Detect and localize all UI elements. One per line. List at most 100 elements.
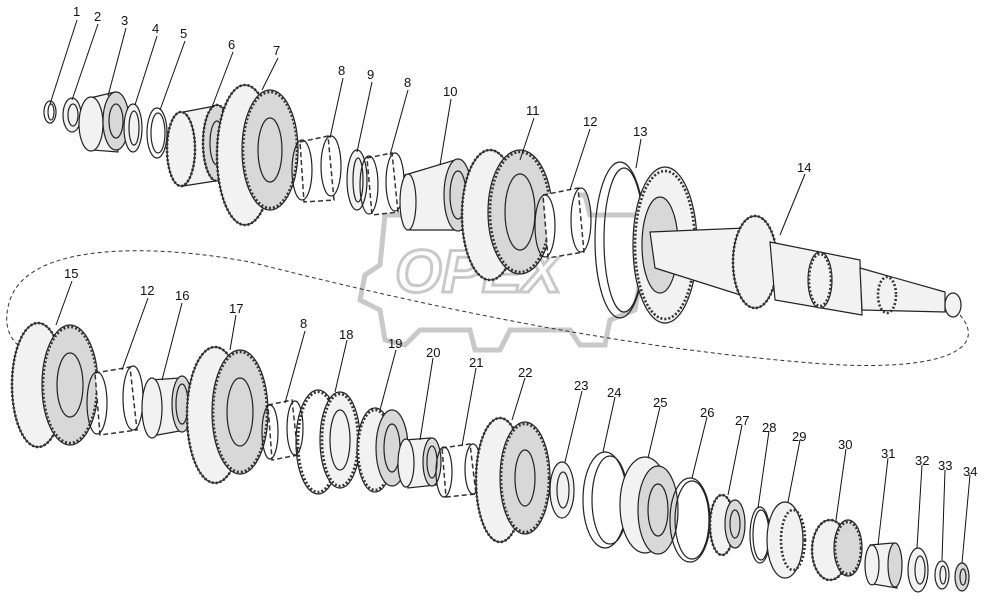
callout-label: 21 — [469, 355, 483, 370]
callout-18: 18 — [334, 327, 353, 393]
callout-34: 34 — [961, 464, 977, 564]
callout-label: 3 — [121, 13, 128, 28]
callout-label: 10 — [443, 84, 457, 99]
callout-32: 32 — [915, 453, 929, 549]
callout-label: 25 — [653, 395, 667, 410]
callout-17: 17 — [229, 301, 243, 351]
part-9-ring — [346, 149, 368, 211]
part-23-washer — [549, 461, 575, 519]
callout-label: 28 — [762, 420, 776, 435]
part-2-washer — [62, 97, 82, 133]
callout-label: 12 — [583, 114, 597, 129]
callout-label: 22 — [518, 365, 532, 380]
callout-label: 11 — [526, 103, 540, 118]
part-7-flanged-gear — [215, 83, 299, 227]
callout-22: 22 — [511, 365, 532, 421]
callout-4: 4 — [134, 21, 159, 106]
part-33-washer — [934, 560, 950, 590]
callout-label: 31 — [881, 446, 895, 461]
callout-25: 25 — [647, 395, 667, 459]
callout-26: 26 — [691, 405, 714, 479]
part-31-bushing — [864, 542, 903, 589]
callout-label: 4 — [152, 21, 159, 36]
callout-label: 20 — [426, 345, 440, 360]
part-14-main-shaft — [649, 214, 962, 318]
callout-29: 29 — [787, 429, 806, 503]
callout-label: 18 — [339, 327, 353, 342]
callout-label: 14 — [797, 160, 811, 175]
part-8-needle-bearing-2 — [359, 152, 405, 216]
part-27-small-gear — [708, 493, 746, 557]
part-29-sleeve — [766, 501, 807, 579]
callout-label: 33 — [938, 458, 952, 473]
part-17-gear — [185, 345, 269, 485]
callout-20: 20 — [419, 345, 440, 441]
callout-8-bottom: 8 — [284, 316, 307, 404]
part-32-bearing — [907, 547, 929, 593]
callout-15: 15 — [55, 266, 78, 326]
callout-12-bottom: 12 — [121, 283, 154, 371]
part-10-sleeve — [399, 158, 473, 232]
callout-24: 24 — [602, 385, 621, 453]
callout-11: 11 — [519, 103, 540, 161]
callout-label: 2 — [94, 9, 101, 24]
callout-13: 13 — [633, 124, 647, 169]
callout-33: 33 — [938, 458, 952, 561]
callout-label: 24 — [607, 385, 621, 400]
callout-label: 5 — [180, 26, 187, 41]
callout-14: 14 — [779, 160, 811, 236]
callout-23: 23 — [564, 378, 588, 463]
callout-16: 16 — [161, 288, 189, 381]
callout-9: 9 — [356, 67, 374, 153]
part-4-ring — [123, 103, 143, 153]
part-25-bearing — [619, 456, 679, 555]
callout-12-top: 12 — [569, 114, 597, 191]
callout-label: 7 — [273, 43, 280, 58]
callout-label: 29 — [792, 429, 806, 444]
callout-label: 32 — [915, 453, 929, 468]
callout-label: 19 — [388, 336, 402, 351]
part-18-synchronizer-ring — [295, 389, 361, 495]
callout-2: 2 — [71, 9, 101, 101]
callout-19: 19 — [379, 336, 402, 411]
part-8-needle-bearing — [291, 135, 342, 203]
callout-28: 28 — [757, 420, 776, 509]
callout-label: 26 — [700, 405, 714, 420]
callout-label: 8 — [338, 63, 345, 78]
callout-label: 6 — [228, 37, 235, 52]
part-22-gear — [474, 416, 551, 544]
callout-label: 34 — [963, 464, 977, 479]
part-34-nut — [954, 562, 970, 592]
callout-27: 27 — [727, 413, 749, 496]
callout-label: 27 — [735, 413, 749, 428]
callout-label: 16 — [175, 288, 189, 303]
callout-31: 31 — [877, 446, 895, 546]
callout-7: 7 — [261, 43, 280, 91]
callout-21: 21 — [461, 355, 483, 447]
callout-label: 8 — [404, 75, 411, 90]
part-5-ring — [146, 107, 168, 159]
callout-label: 1 — [73, 4, 80, 19]
callout-label: 9 — [367, 67, 374, 82]
part-20-sleeve — [397, 437, 442, 489]
part-12-needle-bearing — [534, 187, 592, 259]
callout-label: 30 — [838, 437, 852, 452]
callout-30: 30 — [835, 437, 852, 521]
callout-6: 6 — [211, 37, 235, 108]
part-3-bearing — [78, 91, 130, 153]
callout-label: 8 — [300, 316, 307, 331]
part-21-needle-bearing — [435, 443, 482, 498]
callout-label: 13 — [633, 124, 647, 139]
part-11-large-gear — [460, 148, 553, 282]
callout-5: 5 — [159, 26, 187, 111]
callout-label: 17 — [229, 301, 243, 316]
part-8-needle-bearing-3 — [261, 399, 304, 461]
part-1-snap-ring — [43, 100, 57, 124]
assembly-path-line — [6, 250, 969, 366]
part-30-gear — [810, 518, 863, 582]
callout-1: 1 — [49, 4, 80, 105]
callout-10: 10 — [439, 84, 457, 166]
callout-label: 23 — [574, 378, 588, 393]
callout-8-top-b: 8 — [389, 75, 411, 156]
